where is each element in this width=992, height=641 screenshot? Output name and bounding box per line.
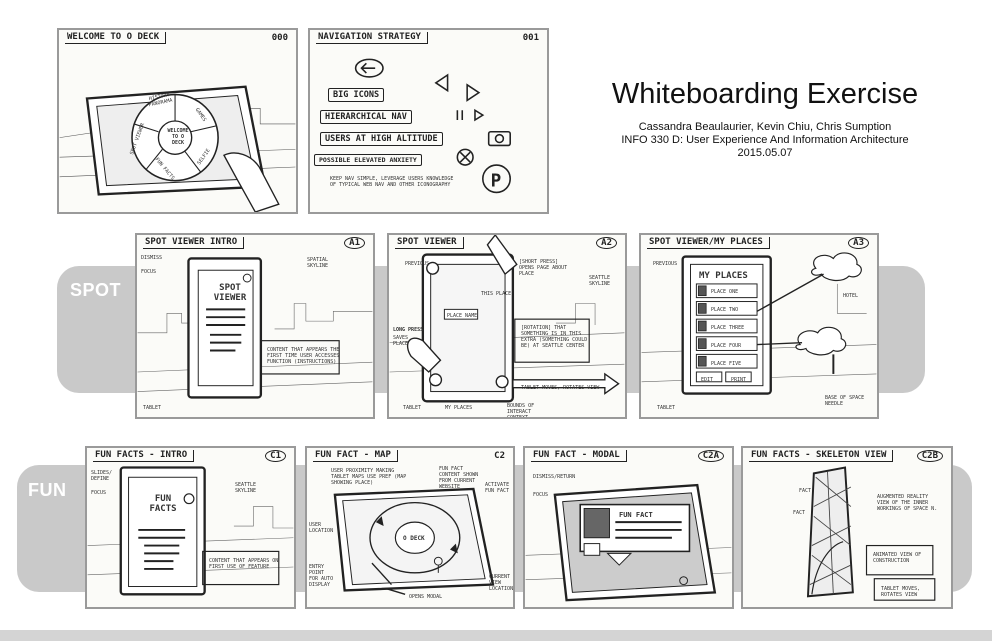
a3-place-5: PLACE FIVE <box>711 361 741 367</box>
a1-note-focus: FOCUS <box>141 269 156 275</box>
a3-note-base: BASE OF SPACE NEEDLE <box>825 395 865 407</box>
a2-note-skyline: SEATTLE SKYLINE <box>589 275 623 287</box>
c1-screen-title: FUN FACTS <box>145 494 181 514</box>
a1-note-content: CONTENT THAT APPEARS THE FIRST TIME USER… <box>267 347 341 365</box>
a1-screen-title: SPOT VIEWER <box>205 283 255 303</box>
a1-note-dismiss: DISMISS <box>141 255 162 261</box>
a3-button-print: PRINT <box>731 377 746 383</box>
a2-note-saves: SAVES PLACE <box>393 335 421 347</box>
panel-code: C2A <box>698 450 724 462</box>
c2b-note-augmented: AUGMENTED REALITY VIEW OF THE INNER WORK… <box>877 494 939 512</box>
a2-note-bounds: BOUNDS OF INTERACT CONTEXT <box>507 403 555 419</box>
panel-code: 000 <box>272 33 288 43</box>
c1-note-focus: FOCUS <box>91 490 106 496</box>
a3-note-previous: PREVIOUS <box>653 261 677 267</box>
a3-place-2: PLACE TWO <box>711 307 738 313</box>
panel-code: C1 <box>265 450 286 462</box>
c2-note-proximity: USER PROXIMITY MAKING TABLET MAPS USE PR… <box>331 468 409 486</box>
a2-note-rotation: [ROTATION] THAT SOMETHING IS IN THIS EXT… <box>521 325 589 349</box>
c2-note-opens-modal: OPENS MODAL <box>409 594 442 600</box>
c2-note-content: FUN FACT CONTENT SHOWN FROM CURRENT WEBS… <box>439 466 483 490</box>
title-block: Whiteboarding Exercise Cassandra Beaulau… <box>590 78 940 160</box>
bottom-bar <box>0 630 992 641</box>
a1-note-skyline: SPATIAL SKYLINE <box>307 257 351 269</box>
a3-place-4: PLACE FOUR <box>711 343 741 349</box>
c2-note-user-location: USER LOCATION <box>309 522 337 534</box>
panel-code: C2B <box>917 450 943 462</box>
wheel-center-label: WELCOME TO O DECK <box>165 128 191 146</box>
nav-item-big-icons: BIG ICONS <box>328 88 384 102</box>
a3-place-3: PLACE THREE <box>711 325 744 331</box>
a2-note-long-press: LONG PRESS <box>393 327 423 333</box>
a3-note-hotel: HOTEL <box>843 293 858 299</box>
c1-note-slides: SLIDES/ DEFINE <box>91 470 121 482</box>
panel-title: SPOT VIEWER <box>395 237 464 249</box>
nav-item-hierarchical: HIERARCHICAL NAV <box>320 110 412 124</box>
nav-item-anxiety: POSSIBLE ELEVATED ANXIETY <box>314 154 422 166</box>
c2a-screen-title: FUN FACT <box>619 512 653 518</box>
c2b-sketch <box>743 448 951 607</box>
date: 2015.05.07 <box>590 147 940 160</box>
a3-button-edit: EDIT <box>701 377 713 383</box>
panel-code: A2 <box>596 237 617 249</box>
c2b-note-animated: ANIMATED VIEW OF CONSTRUCTION <box>873 552 935 564</box>
spot-band-label: SPOT <box>70 280 121 301</box>
panel-title: FUN FACTS - INTRO <box>93 450 194 462</box>
course: INFO 330 D: User Experience And Informat… <box>590 134 940 147</box>
c2-note-current-view: CURRENT VIEW LOCATION <box>489 574 515 592</box>
panel-c2a: FUN FACT - MODAL C2A FUN FACT DISMISS/RE… <box>523 446 734 609</box>
panel-title: NAVIGATION STRATEGY <box>316 32 428 44</box>
c2-note-activate: ACTIVATE FUN FACT <box>485 482 513 494</box>
panel-title: FUN FACT - MAP <box>313 450 398 462</box>
c2b-note-fact-2: FACT <box>793 510 805 516</box>
panel-title: SPOT VIEWER INTRO <box>143 237 244 249</box>
panel-c2: FUN FACT - MAP C2 O DECK USER PROXIMITY … <box>305 446 515 609</box>
a1-note-tablet: TABLET <box>143 405 161 411</box>
panel-code: A3 <box>848 237 869 249</box>
panel-title: FUN FACTS - SKELETON VIEW <box>749 450 893 462</box>
c2a-note-dismiss: DISMISS/RETURN <box>533 474 575 480</box>
panel-welcome: WELCOME TO O DECK 000 WELCOME TO O DECK … <box>57 28 298 214</box>
panel-a2: SPOT VIEWER A2 PREVIOUS [SHORT PRESS] OP… <box>387 233 627 419</box>
panel-code: 001 <box>523 33 539 43</box>
panel-c1: FUN FACTS - INTRO C1 FUN FACTS SLIDES/ D… <box>85 446 296 609</box>
c1-note-content: CONTENT THAT APPEARS ON FIRST USE OF FEA… <box>209 558 279 570</box>
panel-code: C2 <box>494 451 505 461</box>
c2-center: O DECK <box>403 536 425 542</box>
a2-note-previous: PREVIOUS <box>405 261 429 267</box>
panel-title: SPOT VIEWER/MY PLACES <box>647 237 770 249</box>
panel-title: WELCOME TO O DECK <box>65 32 166 44</box>
nav-item-high-altitude: USERS AT HIGH ALTITUDE <box>320 132 443 146</box>
c2b-note-fact-1: FACT <box>799 488 811 494</box>
c2b-note-rotates: TABLET MOVES, ROTATES VIEW <box>881 586 937 598</box>
c2-note-entry: ENTRY POINT FOR AUTO DISPLAY <box>309 564 335 588</box>
panel-code: A1 <box>344 237 365 249</box>
a2-note-my-places: MY PLACES <box>445 405 472 411</box>
panel-navigation: P NAVIGATION STRATEGY 001 BIG ICONS HIER… <box>308 28 549 214</box>
a3-note-tablet: TABLET <box>657 405 675 411</box>
panel-a1: SPOT VIEWER INTRO A1 SPOT VIEWER DISMISS… <box>135 233 375 419</box>
a3-place-1: PLACE ONE <box>711 289 738 295</box>
a2-label-this-place: THIS PLACE <box>481 291 511 297</box>
authors: Cassandra Beaulaurier, Kevin Chiu, Chris… <box>590 121 940 134</box>
panel-title: FUN FACT - MODAL <box>531 450 627 462</box>
a2-note-rotates: TABLET MOVES, ROTATES VIEW <box>521 385 609 391</box>
a2-note-tablet: TABLET <box>403 405 421 411</box>
page-title: Whiteboarding Exercise <box>590 78 940 111</box>
welcome-sketch <box>59 30 296 212</box>
a3-screen-title: MY PLACES <box>699 271 748 281</box>
panel-a3: SPOT VIEWER/MY PLACES A3 MY PLACES PLACE… <box>639 233 879 419</box>
c1-note-skyline: SEATTLE SKYLINE <box>235 482 275 494</box>
fun-band-label: FUN <box>28 480 67 501</box>
a2-label-place-name: PLACE NAME <box>447 313 477 319</box>
panel-c2b: FUN FACTS - SKELETON VIEW C2B FACT FACT … <box>741 446 953 609</box>
c2a-sketch <box>525 448 732 607</box>
a2-note-short-press: [SHORT PRESS] OPENS PAGE ABOUT PLACE <box>519 259 575 277</box>
c2a-note-focus: FOCUS <box>533 492 548 498</box>
nav-note: KEEP NAV SIMPLE, LEVERAGE USERS KNOWLEDG… <box>330 176 458 188</box>
svg-text:P: P <box>491 172 502 192</box>
